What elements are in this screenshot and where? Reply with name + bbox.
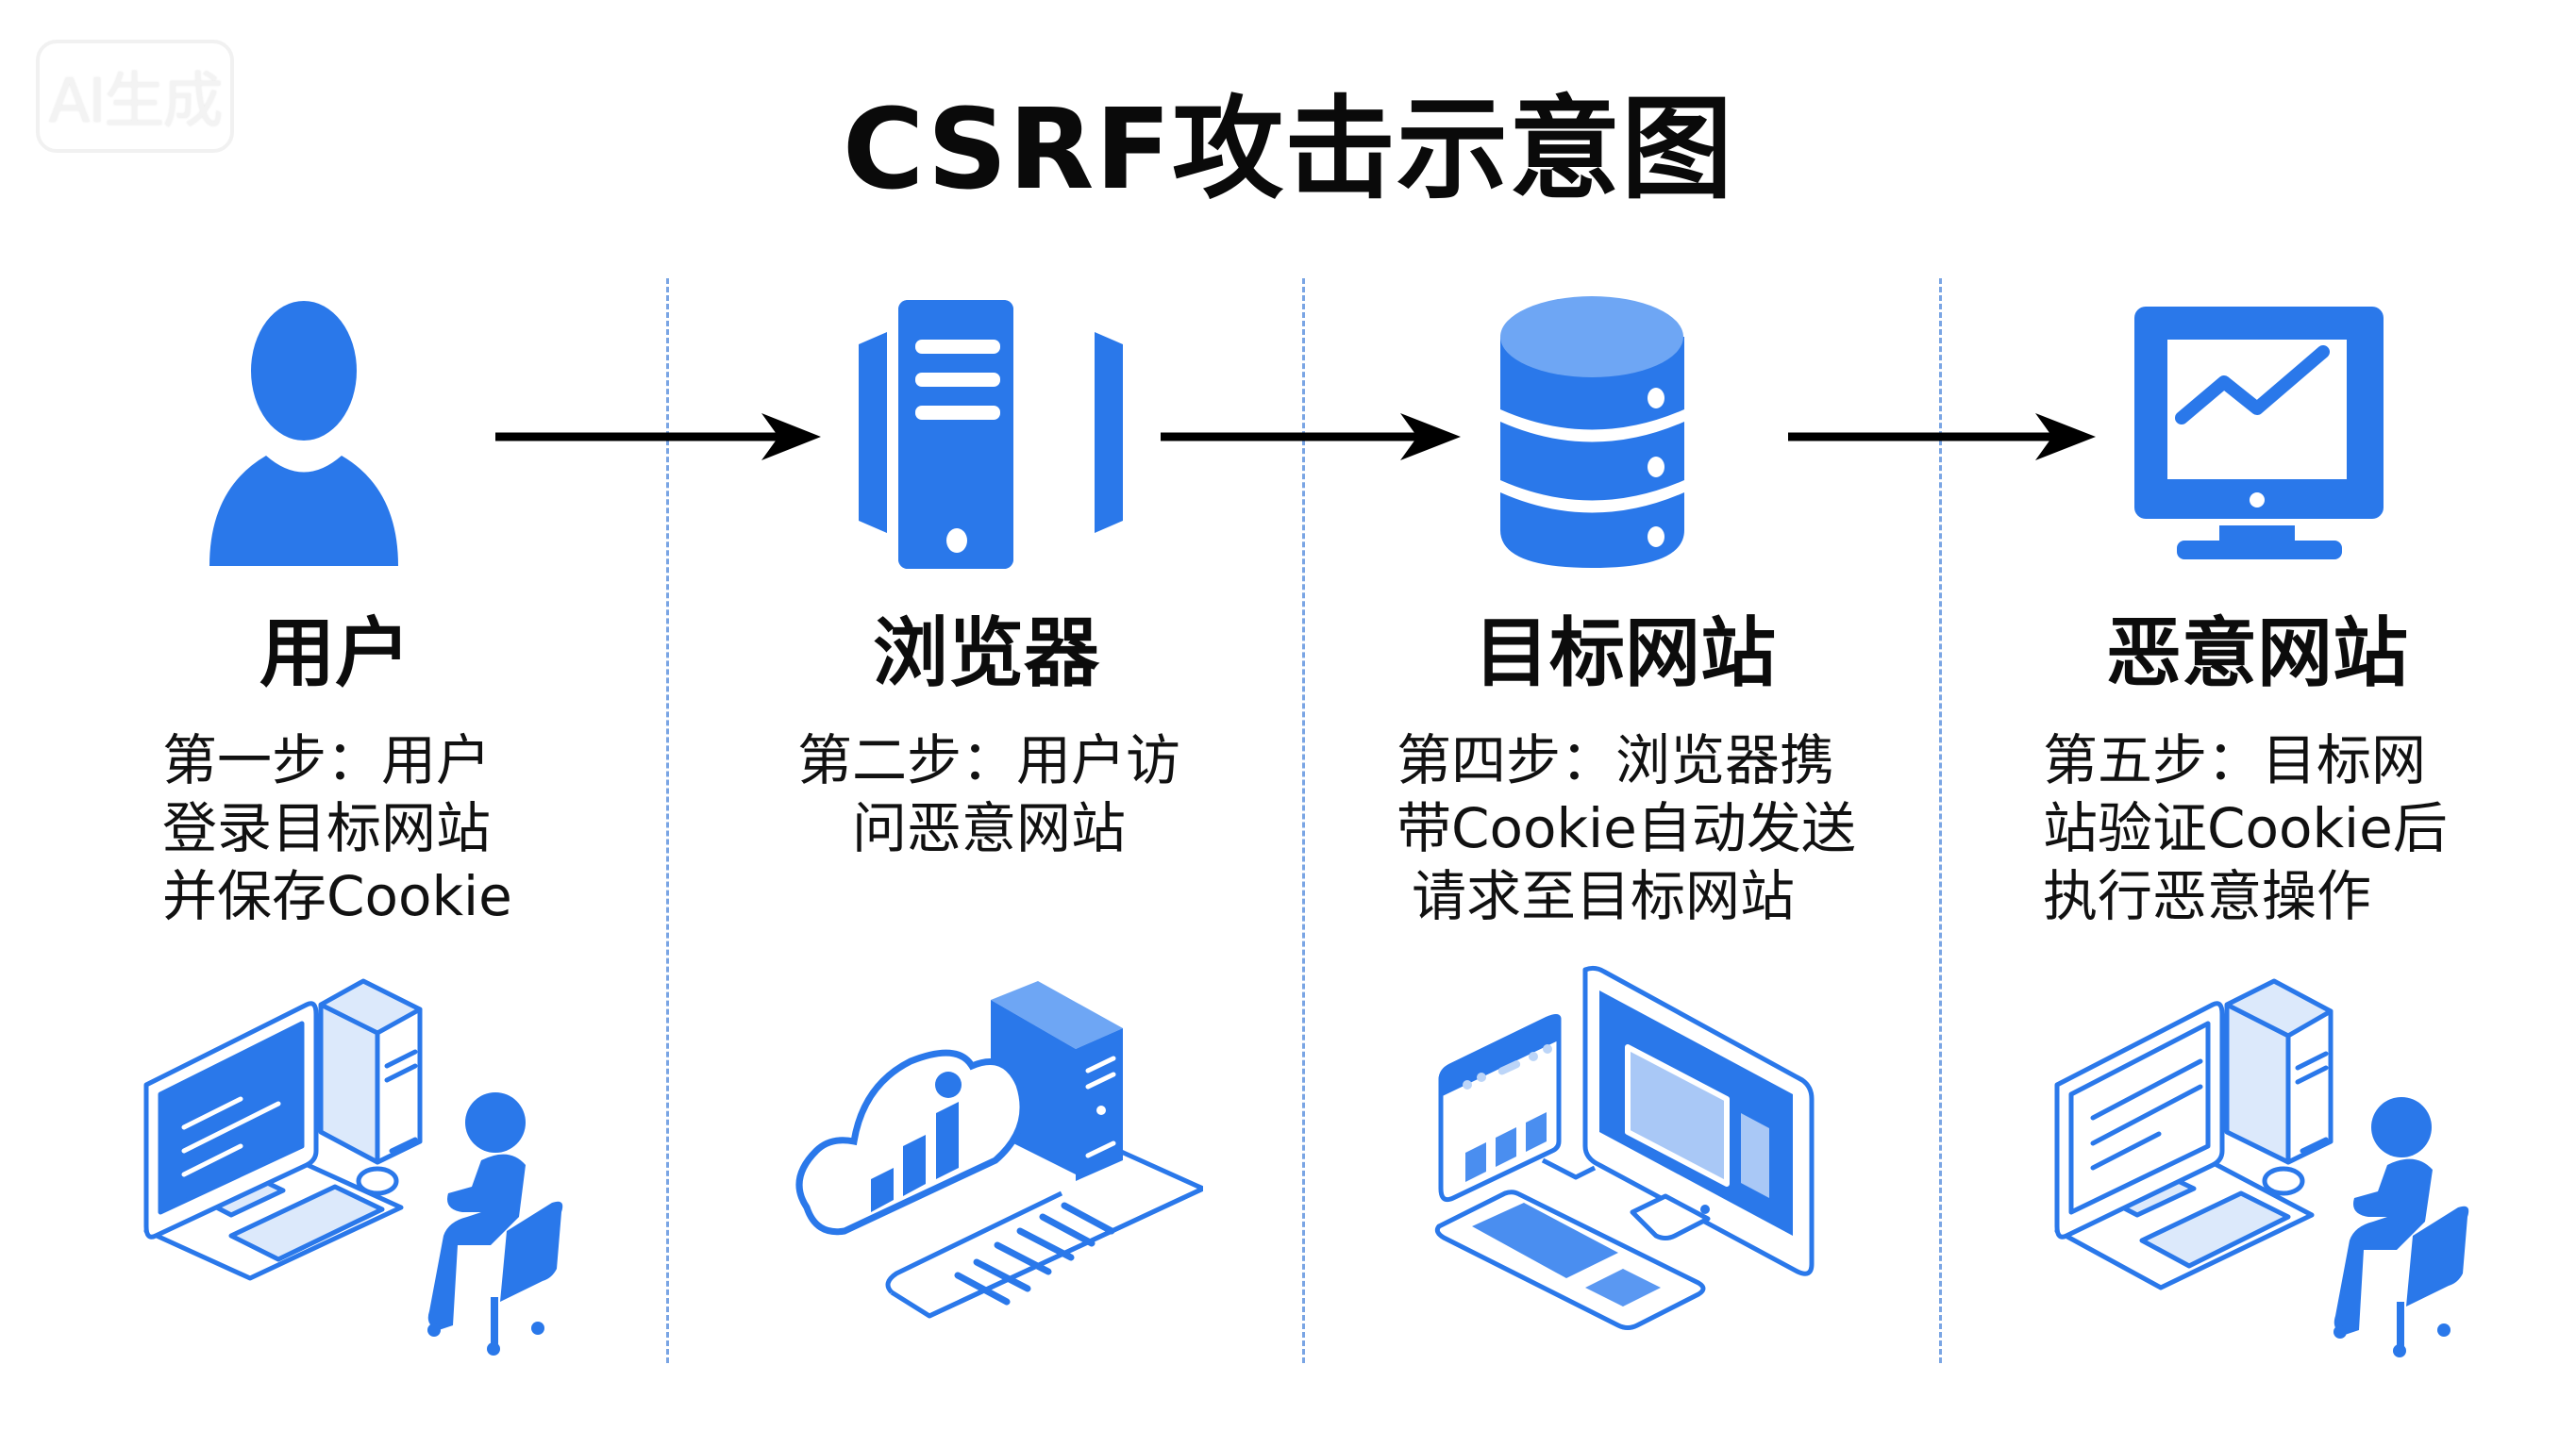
flow-arrow-1 xyxy=(495,413,821,460)
description-line: 并保存Cookie xyxy=(162,864,512,928)
column-heading-malicious-website: 恶意网站 xyxy=(2106,609,2408,697)
step-description-2: 第二步：用户访 问恶意网站 xyxy=(797,726,1180,862)
column-divider xyxy=(666,278,669,1363)
user-icon xyxy=(209,301,398,566)
browser-server-icon xyxy=(859,300,1123,569)
description-line: 第五步：目标网 xyxy=(2043,728,2427,792)
step-description-1: 第一步：用户 登录目标网站 并保存Cookie xyxy=(162,726,512,930)
web-monitor-keyboard-illustration xyxy=(1434,965,1815,1330)
description-line: 请求至目标网站 xyxy=(1412,864,1796,928)
column-divider xyxy=(1939,278,1942,1363)
diagram-title: CSRF攻击示意图 xyxy=(842,84,1734,214)
description-line: 问恶意网站 xyxy=(852,796,1127,860)
column-heading-target-website: 目标网站 xyxy=(1474,609,1776,697)
cloud-server-data-illustration xyxy=(795,981,1203,1319)
database-icon xyxy=(1500,296,1684,568)
description-line: 带Cookie自动发送 xyxy=(1397,796,1856,860)
description-line: 第一步：用户 xyxy=(162,728,492,792)
person-at-desktop-illustration xyxy=(143,978,563,1356)
step-description-5: 第五步：目标网 站验证Cookie后 执行恶意操作 xyxy=(2043,726,2448,930)
description-line: 第二步：用户访 xyxy=(797,728,1181,792)
description-line: 登录目标网站 xyxy=(162,796,492,860)
column-heading-browser: 浏览器 xyxy=(873,609,1099,697)
description-line: 第四步：浏览器携 xyxy=(1397,728,1835,792)
flow-arrow-2 xyxy=(1161,413,1461,460)
description-line: 执行恶意操作 xyxy=(2043,864,2372,928)
ai-generated-watermark: AI生成 xyxy=(36,40,234,153)
flow-arrow-3 xyxy=(1788,413,2096,460)
step-description-4: 第四步：浏览器携 带Cookie自动发送 请求至目标网站 xyxy=(1397,726,1856,930)
column-heading-user: 用户 xyxy=(259,609,410,697)
column-divider xyxy=(1302,278,1305,1363)
person-at-desktop-illustration xyxy=(2054,978,2469,1357)
description-line: 站验证Cookie后 xyxy=(2043,796,2448,860)
monitor-chart-icon xyxy=(2134,307,2384,559)
